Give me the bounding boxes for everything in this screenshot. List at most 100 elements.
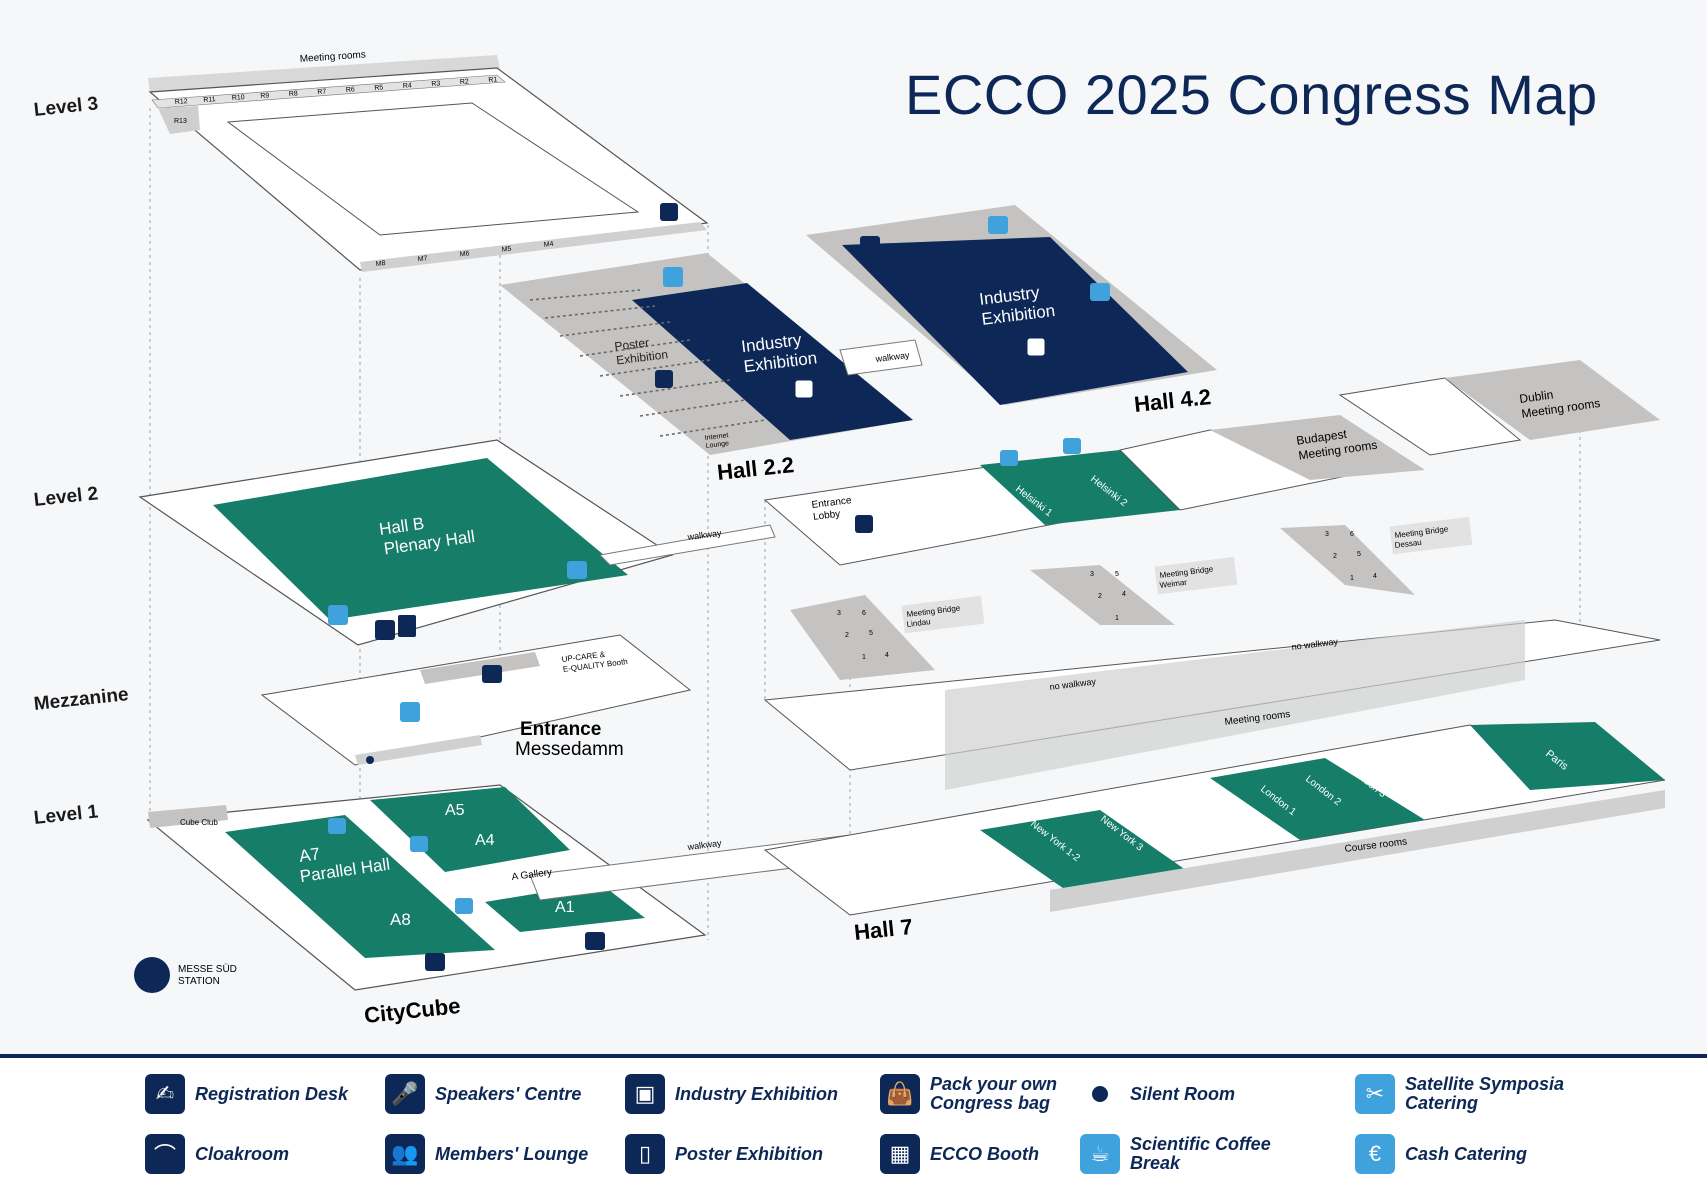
registration-desk-icon-2[interactable] [482,665,502,683]
bridge-room-1-0: 3 [1090,571,1094,578]
poster-exhibition-icon: ▯ [625,1134,665,1174]
bridge-room-1-3: 4 [1122,591,1126,598]
bridge-room-0-2: 2 [845,632,849,639]
legend-item-ecco-booth: ▦ ECCO Booth [880,1132,1120,1176]
level3-room-r7: R7 [317,88,327,96]
satellite-symposia-icon-5[interactable] [455,898,473,914]
legend-label-line: Cloakroom [195,1143,290,1164]
speakers-centre-icon[interactable] [660,203,678,221]
legend-label: Silent Room [1130,1084,1320,1104]
hall22-floor [500,253,913,455]
bridge-room-0-1: 6 [862,610,866,617]
industry-exhibition-icon: ▣ [625,1074,665,1114]
legend-label: Cash Catering [1405,1144,1595,1164]
legend-item-coffee-break: ☕Scientific Coffee Break [1080,1132,1320,1176]
level3-room-m8: M8 [375,260,386,268]
level3-floor: Meeting rooms [148,49,709,272]
legend-item-poster-exhibition: ▯ Poster Exhibition [625,1132,865,1176]
level3-room-r4: R4 [403,82,413,90]
congress-bag-icon: 👜 [880,1074,920,1114]
bridge-label-bg [1154,556,1238,595]
satellite-symposia-icon-2[interactable] [1000,450,1018,466]
legend-item-cloakroom: ⌒ Cloakroom [145,1132,385,1176]
a1-label: A1 [555,899,575,916]
legend-label-line: Catering [1405,1093,1479,1113]
bridge-room-2-4: 1 [1350,575,1354,582]
coffee-break-icon-2[interactable] [1090,283,1110,301]
level3-room-r1: R1 [488,76,498,84]
legend-label: Industry Exhibition [675,1083,865,1104]
legend-label: Poster Exhibition [675,1144,865,1164]
level3-room-r6: R6 [346,86,356,94]
level3-room-r12: R12 [175,98,188,106]
legend-label-line: Speakers' Centre [435,1083,582,1104]
bridge-name-2: Dessau [1394,538,1422,550]
legend-item-industry-exhibition: ▣ Industry Exhibition [625,1072,865,1116]
bridge-name-0: Lindau [906,617,931,629]
satellite-symposia-icon-3[interactable] [1063,438,1081,454]
satellite-symposia-icon-4[interactable] [410,836,428,852]
level3-room-r11: R11 [203,96,216,104]
a5-label: A5 [445,802,465,819]
satellite-symposia-icon-6[interactable] [328,818,346,834]
industry-exhibition-icon[interactable] [794,379,814,399]
registration-desk-icon[interactable] [855,515,873,533]
level3-side-room: R13 [174,118,187,125]
legend-label: ECCO Booth [930,1143,1120,1164]
registration-desk-icon: ✍ [145,1074,185,1114]
legend-item-speakers-centre: 🎤Speakers' Centre [385,1072,625,1116]
walkway-label-upper: walkway [874,350,910,364]
bridge-room-2-0: 3 [1325,531,1329,538]
station-icon[interactable] [134,957,170,993]
coffee-break-icon: ☕ [1080,1134,1120,1174]
level3-room-m6: M6 [459,250,470,258]
legend-label-line: Industry Exhibition [675,1083,839,1104]
cloakroom-icon: ⌒ [145,1134,185,1174]
citycube-label: CityCube [363,993,462,1028]
members-lounge-icon[interactable] [860,236,880,254]
legend-label-line: ECCO Booth [930,1143,1039,1164]
cloakroom-icon[interactable] [425,953,445,971]
cash-catering-icon[interactable] [663,267,683,287]
level3-room-m5: M5 [501,246,512,254]
legend-item-members-lounge: 👥Members' Lounge [385,1132,625,1176]
hall7-label: Hall 7 [853,914,914,945]
cash-catering-icon-3[interactable] [400,702,420,722]
walkway-label-l1: walkway [686,838,722,852]
legend-label-line: Registration Desk [195,1083,349,1104]
entrance-lobby-label: EntranceLobby [811,495,854,523]
citycube-level2-floor [138,439,776,646]
legend-label: Registration Desk [195,1083,385,1104]
ecco-booth-icon: ▦ [880,1134,920,1174]
silent-room-icon [1080,1074,1120,1114]
level3-room-r10: R10 [232,94,245,102]
silent-room-icon[interactable] [366,756,374,764]
bridge-room-0-5: 4 [885,652,889,659]
bridge-room-2-5: 4 [1373,573,1377,580]
congress-bag-icon[interactable] [375,620,395,640]
legend-item-silent-room: Silent Room [1080,1072,1320,1116]
ecco-booth-icon[interactable] [398,615,416,637]
satellite-symposia-icon[interactable] [567,561,587,579]
level3-meeting-rooms-label: Meeting rooms [299,49,366,65]
level3-room-r3: R3 [431,80,441,88]
bridge-room-2-2: 2 [1333,553,1337,560]
industry-exhibition-icon-2[interactable] [1026,337,1046,357]
bridge-room-1-2: 2 [1098,593,1102,600]
hall42-floor [806,205,1217,405]
cube-club-label: Cube Club [180,818,218,827]
cloakroom-icon-2[interactable] [585,932,605,950]
legend-item-registration-desk: ✍ Registration Desk [145,1072,385,1116]
coffee-break-icon[interactable] [988,216,1008,234]
hall22-label: Hall 2.2 [716,452,795,485]
poster-exhibition-label: PosterExhibition [614,333,669,367]
hall42-label: Hall 4.2 [1133,384,1212,417]
legend-label-line: Congress bag [930,1093,1051,1113]
legend-label-line: Pack your own [930,1074,1058,1094]
poster-exhibition-icon[interactable] [655,370,673,388]
cash-catering-icon-2[interactable] [328,605,348,625]
